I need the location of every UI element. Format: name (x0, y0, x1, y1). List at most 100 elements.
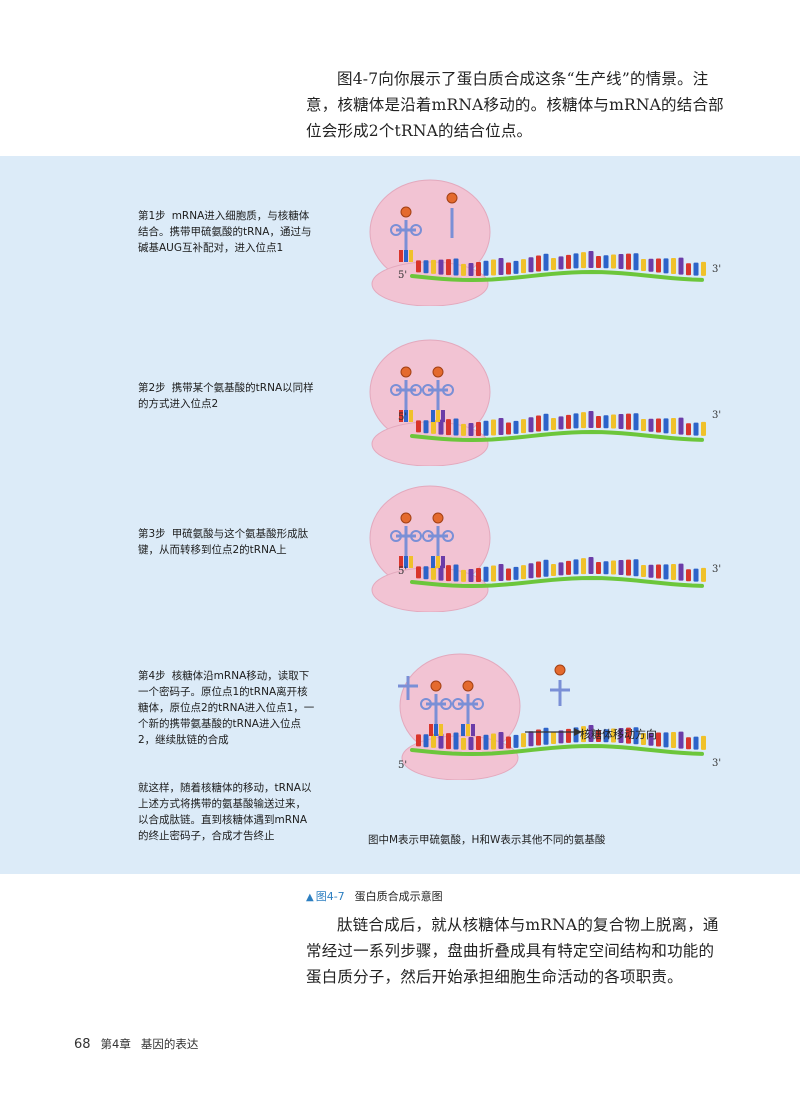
stage-2-3-prime: 3' (712, 410, 722, 421)
trna-anticodon-base (434, 724, 438, 736)
mrna-base (453, 732, 459, 750)
outro-text: 肽链合成后，就从核糖体与mRNA的复合物上脱离，通常经过一系列步骤，盘曲折叠成具… (306, 912, 726, 990)
mrna-base (513, 260, 519, 274)
intro-text: 图4-7向你展示了蛋白质合成这条“生产线”的情景。注意，核糖体是沿着mRNA移动… (306, 66, 726, 144)
mrna-base (641, 258, 646, 271)
trna-anticodon-base (409, 556, 413, 568)
mrna-base (446, 733, 451, 750)
mrna-base (431, 419, 436, 434)
mrna-base (603, 729, 609, 743)
mrna-backbone (410, 270, 704, 283)
summary-text: 就这样，随着核糖体的移动，tRNA以上述方式将携带的氨基酸输送过来，以合成肽链。… (138, 780, 316, 844)
mrna-base (498, 732, 504, 750)
trna-body (396, 380, 416, 410)
mrna-base (498, 418, 504, 436)
mrna-base (536, 415, 541, 432)
mrna-base (581, 252, 586, 269)
stage-1-3-prime: 3' (712, 264, 722, 275)
mrna-base (573, 253, 579, 269)
mrna-base (573, 559, 579, 575)
mrna-base (701, 567, 706, 582)
mrna-base (633, 727, 639, 745)
page-number: 68 (74, 1037, 91, 1052)
mrna-base (618, 253, 624, 269)
mrna-base (671, 258, 676, 275)
step-2-text: 第2步携带某个氨基酸的tRNA以同样的方式进入位点2 (138, 380, 316, 412)
trna-body (428, 526, 448, 556)
mrna-base (461, 569, 466, 582)
trna-anticodon-base (466, 724, 470, 736)
trna-loop (422, 384, 434, 396)
mrna-base (558, 256, 564, 270)
mrna-base (416, 260, 421, 273)
mrna-base (536, 561, 541, 578)
stage-3-illustration: 5' 3' (360, 482, 740, 612)
mrna-base (446, 565, 451, 582)
trna-anticodon-base (409, 250, 413, 262)
trna-anticodon-base (436, 410, 440, 422)
mrna-base (626, 727, 631, 744)
trna-loop (410, 384, 422, 396)
mrna-base (656, 258, 661, 273)
mrna-base (566, 414, 571, 429)
trna-loop (472, 698, 484, 710)
mrna-base (558, 416, 564, 430)
figure-note: 图中M表示甲硫氨酸，H和W表示其他不同的氨基酸 (368, 834, 606, 846)
mrna-base (498, 258, 504, 276)
mrna-base (671, 564, 676, 581)
mrna-base (536, 729, 541, 746)
trna-anticodon-base (436, 556, 440, 568)
trna-anticodon-base (404, 556, 408, 568)
mrna-base (693, 736, 699, 750)
mrna-base (483, 420, 489, 436)
trna-anticodon-base (404, 250, 408, 262)
mrna-base (416, 734, 421, 747)
stage-4-illustration: 5' 3' (360, 640, 740, 780)
mrna-base (483, 734, 489, 750)
mrna-base (566, 728, 571, 743)
mrna-base (438, 565, 444, 581)
mrna-base (566, 560, 571, 575)
mrna-base (423, 420, 429, 434)
mrna-base (513, 566, 519, 580)
mrna-base (551, 258, 556, 271)
mrna-base (491, 259, 496, 276)
movement-arrow-head-icon (574, 728, 582, 736)
mrna-base (498, 564, 504, 582)
chapter-number: 第4章 (100, 1037, 131, 1051)
mrna-base (596, 256, 601, 269)
mrna-base (596, 416, 601, 429)
trna-anticodon-base (431, 556, 435, 568)
mrna-base (641, 732, 646, 745)
outro-paragraph: 肽链合成后，就从核糖体与mRNA的复合物上脱离，通常经过一系列步骤，盘曲折叠成具… (306, 916, 719, 986)
mrna-base (611, 560, 616, 575)
trna-anticodon-base (461, 724, 465, 736)
trna-body (458, 694, 478, 724)
mrna-base (656, 564, 661, 579)
trna-body (428, 380, 448, 410)
mrna-base (656, 732, 661, 747)
mrna-base (543, 727, 549, 745)
mrna-base (476, 567, 481, 582)
mrna-base (678, 257, 684, 275)
trna-anticodon-base (431, 410, 435, 422)
summary-body: 就这样，随着核糖体的移动，tRNA以上述方式将携带的氨基酸输送过来，以合成肽链。… (138, 782, 312, 842)
mrna-base (521, 419, 526, 434)
ribosome-movement-label: 核糖体移动方向 (580, 728, 657, 741)
step-3-number: 第3步 (138, 528, 166, 540)
mrna-backbone (410, 430, 704, 443)
mrna-base (528, 563, 534, 579)
amino-acid (432, 366, 444, 378)
mrna-base (476, 735, 481, 750)
mrna-base (581, 412, 586, 429)
mrna-base (558, 730, 564, 744)
step-3-body: 甲硫氨酸与这个氨基酸形成肽键，从而转移到位点2的tRNA上 (138, 528, 309, 556)
mrna-base (633, 253, 639, 271)
trna-anticodon-base (399, 556, 403, 568)
caption-title: 蛋白质合成示意图 (354, 890, 443, 903)
caption-figure-number: 图4-7 (315, 890, 345, 903)
mrna-base (453, 418, 459, 436)
mrna-base (416, 566, 421, 579)
